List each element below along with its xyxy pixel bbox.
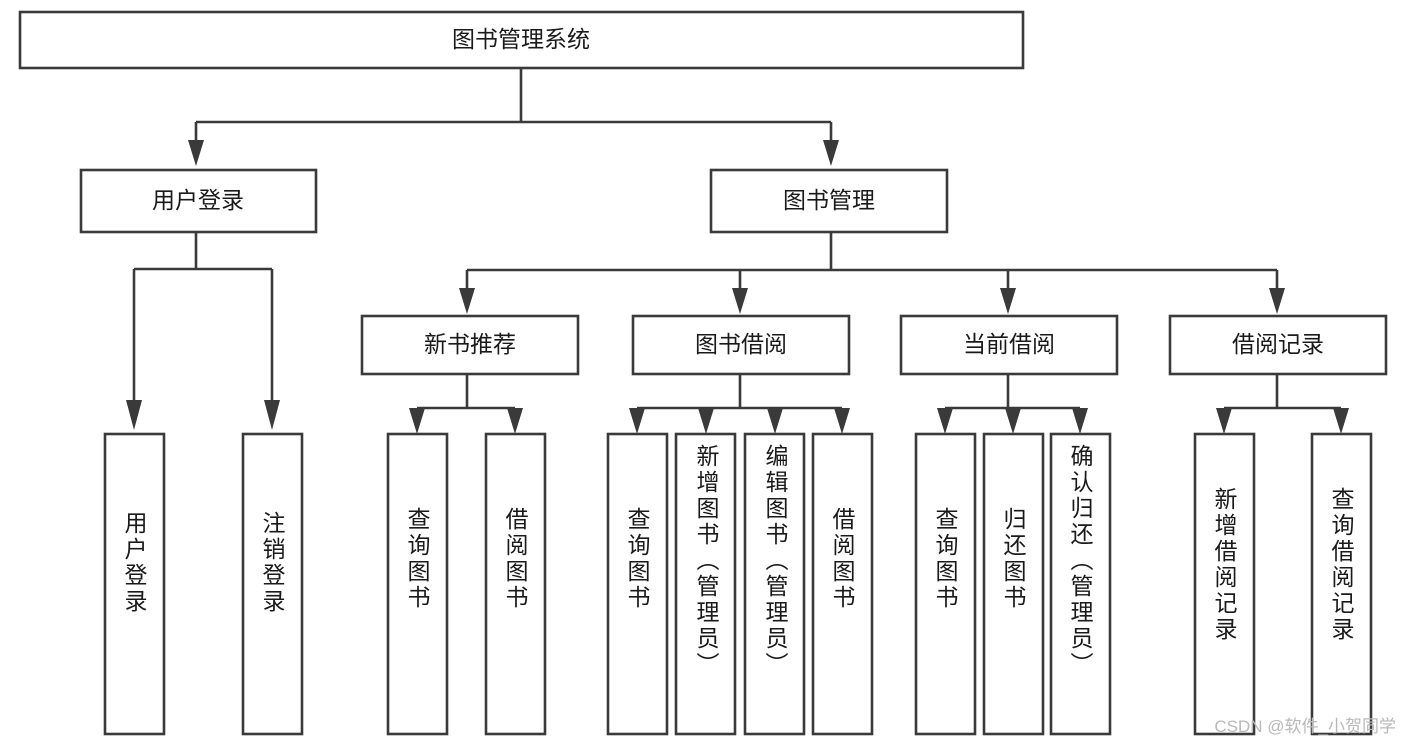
node-login[interactable]: 用户登录 <box>79 168 318 234</box>
node-leaf-query-record-label: 查询借阅记录 <box>1328 487 1355 643</box>
node-newbook-label: 新书推荐 <box>424 331 516 357</box>
connector-group-bookmgmt <box>459 232 1285 314</box>
node-leaf-edit-book[interactable]: 编辑图书（管理员） <box>743 432 806 736</box>
arrow-head-leaf-user-login <box>126 400 142 430</box>
node-current-box[interactable] <box>899 314 1119 376</box>
node-leaf-borrow-book-2[interactable]: 借阅图书 <box>811 432 874 736</box>
node-current[interactable]: 当前借阅 <box>899 314 1119 376</box>
node-leaf-query-book-3[interactable]: 查询图书 <box>914 432 977 736</box>
arrow-head-current <box>1000 288 1016 314</box>
node-leaf-add-record-box[interactable] <box>1193 432 1256 736</box>
connector-group-borrow <box>629 374 850 434</box>
node-newbook[interactable]: 新书推荐 <box>360 314 580 376</box>
arrow-head-leaf-add-record <box>1216 408 1232 434</box>
node-bookmgmt-box[interactable] <box>709 168 949 234</box>
arrow-head-newbook <box>459 288 475 314</box>
node-records[interactable]: 借阅记录 <box>1168 314 1388 376</box>
node-leaf-borrow-book-1-label: 借阅图书 <box>502 507 529 611</box>
arrow-head-leaf-return-book <box>1005 408 1021 434</box>
node-leaf-borrow-book-1[interactable]: 借阅图书 <box>484 432 547 736</box>
node-leaf-query-book-3-box[interactable] <box>914 432 977 736</box>
node-leaf-return-book[interactable]: 归还图书 <box>982 432 1045 736</box>
node-leaf-query-book-1-label: 查询图书 <box>404 507 431 611</box>
node-root-label: 图书管理系统 <box>452 26 590 52</box>
arrow-head-leaf-borrow-book-1 <box>507 408 523 434</box>
node-leaf-add-book-box[interactable] <box>674 432 737 736</box>
node-leaf-user-logout-label: 注销登录 <box>259 511 286 615</box>
arrow-head-leaf-edit-book <box>767 408 783 434</box>
node-leaf-edit-book-label: 编辑图书（管理员） <box>762 444 789 678</box>
node-root[interactable]: 图书管理系统 <box>18 10 1025 70</box>
node-leaf-add-record[interactable]: 新增借阅记录 <box>1193 432 1256 736</box>
csdn-watermark: CSDN @软件_小贺同学 <box>1214 717 1396 736</box>
node-root-box[interactable] <box>18 10 1025 70</box>
node-leaf-query-book-2-box[interactable] <box>606 432 669 736</box>
node-leaf-confirm-return-label: 确认归还（管理员） <box>1067 444 1094 678</box>
node-leaf-user-login-box[interactable] <box>103 432 166 736</box>
node-leaf-user-login-label: 用户登录 <box>121 511 148 615</box>
connector-group-current <box>937 374 1088 434</box>
arrow-head-leaf-user-logout <box>264 400 280 430</box>
arrow-head-leaf-query-record <box>1333 408 1349 434</box>
arrow-head-leaf-borrow-book-2 <box>834 408 850 434</box>
node-borrow-box[interactable] <box>631 314 851 376</box>
arrow-head-leaf-query-book-2 <box>629 408 645 434</box>
node-leaf-add-book[interactable]: 新增图书（管理员） <box>674 432 737 736</box>
node-leaf-borrow-book-1-box[interactable] <box>484 432 547 736</box>
node-login-box[interactable] <box>79 168 318 234</box>
connector-group-login <box>126 232 280 430</box>
arrow-head-leaf-confirm-return <box>1072 408 1088 434</box>
node-bookmgmt-label: 图书管理 <box>783 187 875 213</box>
node-leaf-add-record-label: 新增借阅记录 <box>1211 487 1238 643</box>
node-leaf-query-record[interactable]: 查询借阅记录 <box>1310 432 1373 736</box>
node-newbook-box[interactable] <box>360 314 580 376</box>
node-leaf-query-book-1[interactable]: 查询图书 <box>386 432 449 736</box>
node-leaf-query-book-1-box[interactable] <box>386 432 449 736</box>
node-leaf-add-book-label: 新增图书（管理员） <box>693 444 720 678</box>
node-records-label: 借阅记录 <box>1232 331 1324 357</box>
node-leaf-user-login[interactable]: 用户登录 <box>103 432 166 736</box>
node-borrow[interactable]: 图书借阅 <box>631 314 851 376</box>
arrow-head-records <box>1269 288 1285 314</box>
node-leaf-user-logout-box[interactable] <box>241 432 304 736</box>
arrow-head-leaf-add-book <box>698 408 714 434</box>
connector-group-records <box>1216 374 1349 434</box>
node-leaf-return-book-label: 归还图书 <box>1000 507 1027 611</box>
arrow-head-leaf-query-book-3 <box>937 408 953 434</box>
node-leaf-query-record-box[interactable] <box>1310 432 1373 736</box>
node-leaf-query-book-2[interactable]: 查询图书 <box>606 432 669 736</box>
node-leaf-query-book-2-label: 查询图书 <box>624 507 651 611</box>
arrow-head-login <box>188 140 204 166</box>
arrow-head-leaf-query-book-1 <box>409 408 425 434</box>
node-leaf-query-book-3-label: 查询图书 <box>932 507 959 611</box>
node-login-label: 用户登录 <box>152 187 244 213</box>
node-leaf-borrow-book-2-label: 借阅图书 <box>829 507 856 611</box>
node-leaf-user-logout[interactable]: 注销登录 <box>241 432 304 736</box>
node-leaf-edit-book-box[interactable] <box>743 432 806 736</box>
node-leaf-return-book-box[interactable] <box>982 432 1045 736</box>
node-current-label: 当前借阅 <box>963 331 1055 357</box>
arrow-head-borrow <box>732 288 748 314</box>
connector-group-newbook <box>409 374 523 434</box>
node-leaf-confirm-return-box[interactable] <box>1049 432 1112 736</box>
node-bookmgmt[interactable]: 图书管理 <box>709 168 949 234</box>
node-leaf-confirm-return[interactable]: 确认归还（管理员） <box>1049 432 1112 736</box>
node-leaf-borrow-book-2-box[interactable] <box>811 432 874 736</box>
node-borrow-label: 图书借阅 <box>695 331 787 357</box>
arrow-head-bookmgmt <box>823 140 839 166</box>
node-records-box[interactable] <box>1168 314 1388 376</box>
connector-group-root <box>188 68 839 166</box>
